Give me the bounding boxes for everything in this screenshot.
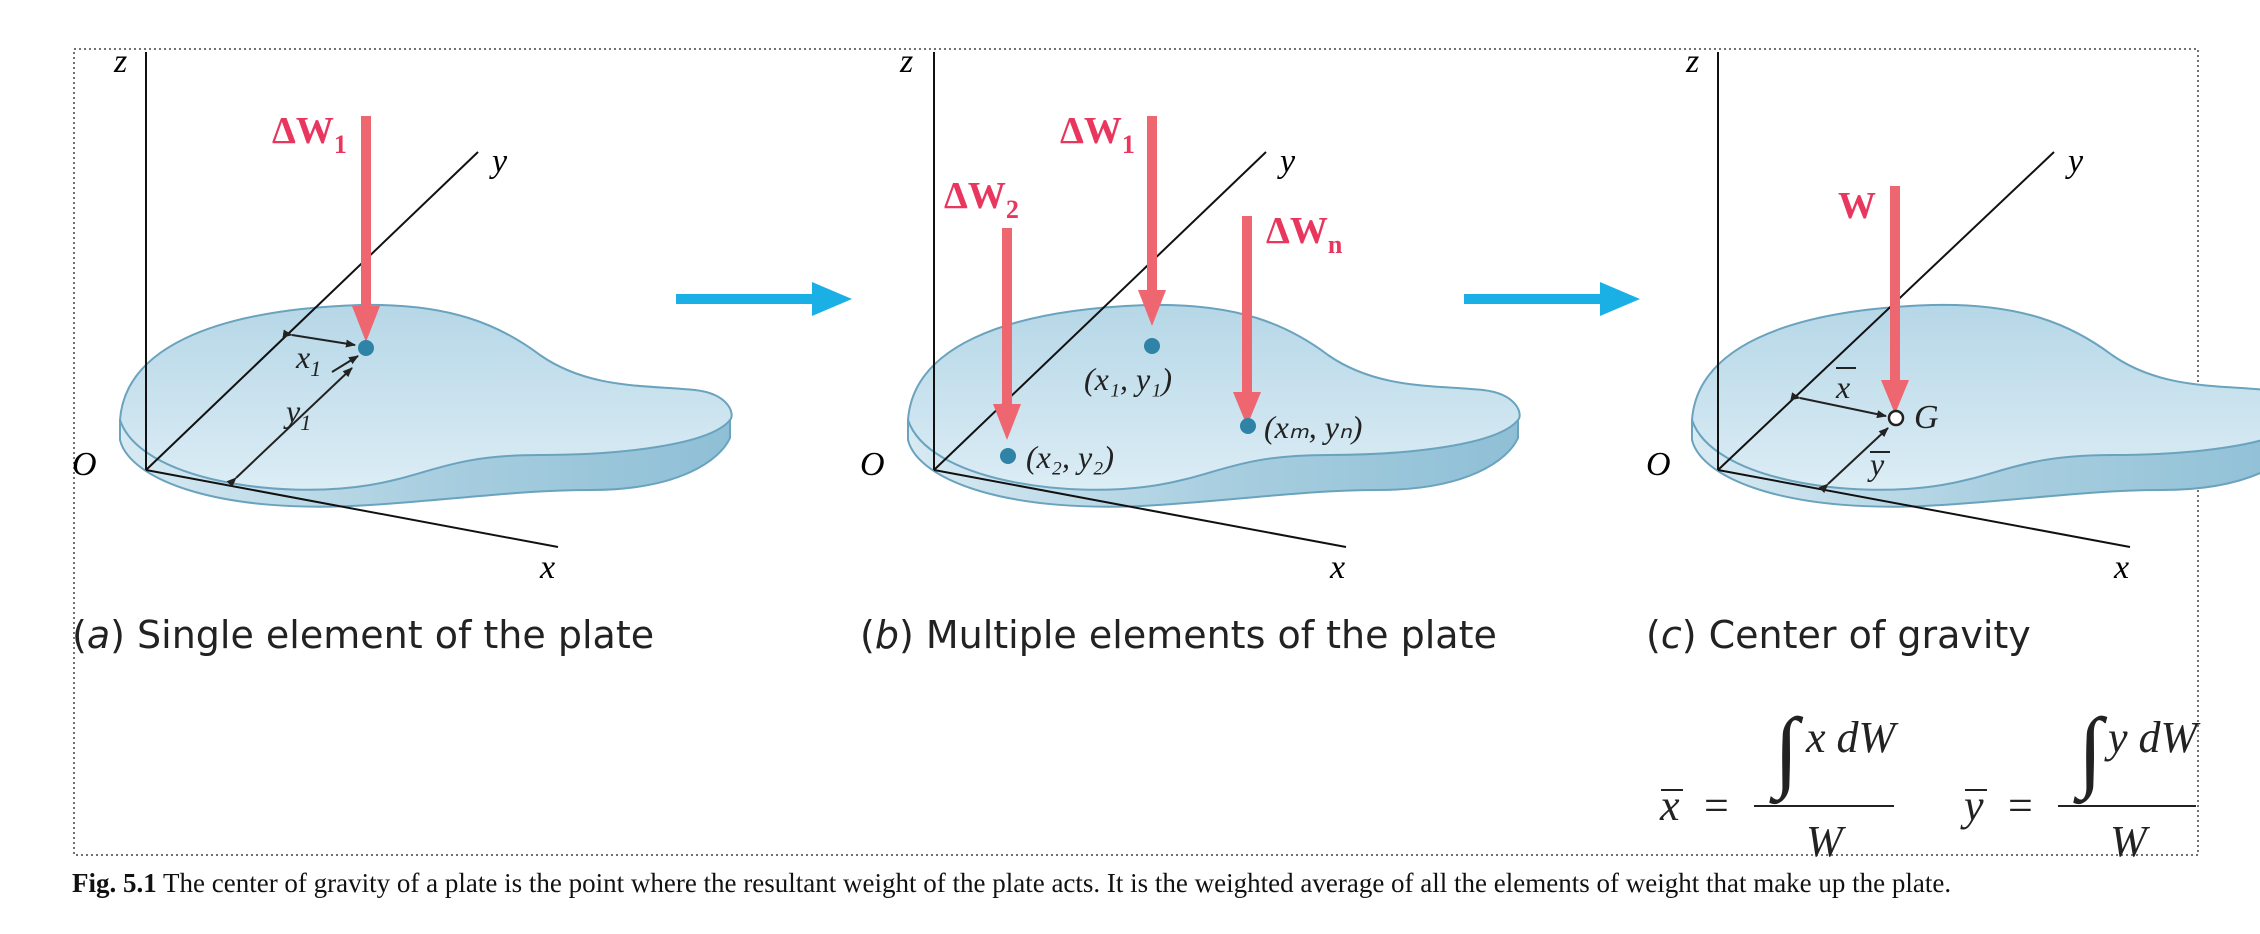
y-axis-b (933, 151, 1267, 471)
formula-ybar-denominator: W (2110, 817, 2150, 866)
plate-c (1691, 303, 2260, 508)
xbar-label: x (1835, 369, 1850, 405)
y-axis-label-a: y (489, 143, 508, 180)
z-axis-label-c: z (1685, 43, 1699, 80)
formula-xbar-denominator: W (1806, 817, 1846, 866)
transition-arrow-1 (676, 282, 852, 316)
z-axis-label-a: z (113, 43, 127, 80)
force-label-bn: ΔWn (1266, 210, 1343, 259)
force-arrow-bn (1242, 216, 1252, 396)
origin-label-b: O (860, 446, 885, 483)
y-axis-c (1717, 151, 2055, 471)
force-label-a: ΔW1 (272, 110, 347, 159)
figure-caption-text: The center of gravity of a plate is the … (163, 868, 1952, 898)
transition-arrow-2 (1464, 282, 1640, 316)
y1-label: y1 (283, 393, 311, 435)
force-arrow-b2 (1002, 228, 1012, 408)
y-axis-label-b: y (1277, 143, 1296, 180)
origin-label-c: O (1646, 446, 1671, 483)
formula-ybar-numerator: y dW (2104, 713, 2201, 762)
figure-caption-label: Fig. 5.1 (72, 868, 157, 898)
z-axis-label-b: z (899, 43, 913, 80)
force-arrow-head-a (352, 306, 380, 342)
caption-a: (a) Single element of the plate (72, 613, 654, 657)
x-axis-a (145, 469, 559, 548)
xbar-dimension-arrow (1790, 392, 1887, 419)
point-label-b2: (x₂, y₂) (1026, 439, 1114, 475)
ybar-label: y (1867, 446, 1885, 482)
caption-b: (b) Multiple elements of the plate (860, 613, 1497, 657)
panel-c: z x y O W G x y (c) Center of gravity (1646, 43, 2260, 657)
formula-ybar-equals: = (2008, 781, 2033, 830)
x1-label: x1 (295, 339, 321, 381)
x1-dimension-arrow (282, 329, 356, 348)
force-arrow-a (361, 116, 371, 316)
element-dot-b1 (1144, 338, 1160, 354)
figure-caption: Fig. 5.1 The center of gravity of a plat… (72, 868, 2252, 899)
formula-ybar: y = ∫ y dW W (1960, 701, 2201, 866)
force-label-b2: ΔW2 (944, 175, 1019, 224)
formula-xbar-lhs: x (1659, 781, 1680, 830)
formula-xbar-numerator: x dW (1805, 713, 1899, 762)
force-arrow-b1 (1147, 116, 1157, 296)
point-label-bm: (xₘ, yₙ) (1264, 409, 1362, 445)
point-label-b1: (x₁, y₁) (1084, 361, 1172, 397)
panel-a: z x y O ΔW1 x1 y1 (a) Single element of … (72, 43, 733, 657)
x-axis-label-a: x (539, 549, 555, 586)
element-dot-a (358, 340, 374, 356)
formula-ybar-lhs: y (1960, 781, 1984, 830)
origin-label-a: O (72, 446, 97, 483)
formula-xbar-integral: ∫ (1769, 701, 1804, 805)
element-dot-bn (1240, 418, 1256, 434)
ybar-dimension-arrow (1818, 427, 1889, 494)
x-axis-label-c: x (2113, 549, 2129, 586)
weight-arrow (1890, 186, 1900, 386)
element-dot-b2 (1000, 448, 1016, 464)
formula-ybar-integral: ∫ (2073, 701, 2108, 805)
x-axis-c (1717, 469, 2131, 548)
force-arrow-head-b2 (993, 404, 1021, 440)
formula-xbar: x = ∫ x dW W (1659, 701, 1899, 866)
x-axis-b (933, 469, 1347, 548)
y-axis-a (145, 151, 479, 471)
x-axis-label-b: x (1329, 549, 1345, 586)
y1-dimension-arrow (226, 367, 353, 488)
y-axis-label-c: y (2065, 143, 2084, 180)
weight-arrow-head (1881, 380, 1909, 414)
formula-xbar-equals: = (1704, 781, 1729, 830)
center-of-gravity-label: G (1914, 399, 1939, 436)
force-arrow-head-bn (1233, 392, 1261, 426)
weight-label: W (1838, 185, 1876, 227)
caption-c: (c) Center of gravity (1646, 613, 2031, 657)
panel-b: z x y O ΔW1 (x₁, y₁) ΔW2 (x₂, y₂) ΔWn (x… (860, 43, 1521, 657)
force-label-b1: ΔW1 (1060, 110, 1135, 159)
force-arrow-head-b1 (1138, 290, 1166, 326)
center-of-gravity-point (1887, 409, 1905, 427)
